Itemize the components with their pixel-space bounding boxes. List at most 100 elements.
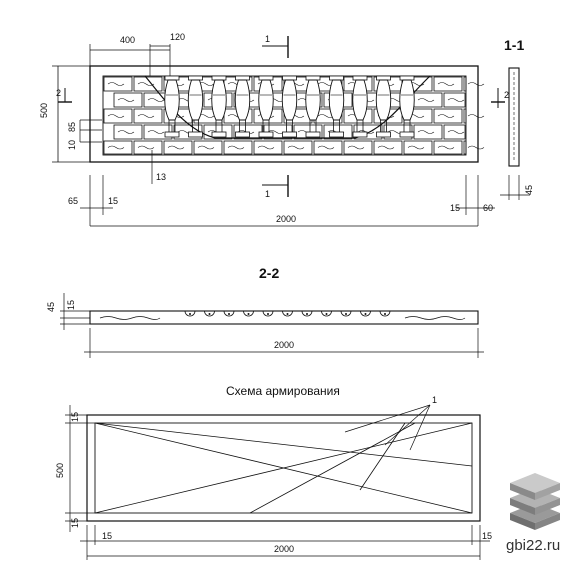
cut-2-left-label: 2 bbox=[56, 88, 61, 98]
brick-texture bbox=[227, 145, 245, 150]
baluster-hole bbox=[204, 310, 215, 317]
baluster-hole-center bbox=[247, 313, 250, 315]
brick bbox=[433, 140, 463, 155]
baluster bbox=[305, 75, 321, 138]
brick bbox=[463, 140, 467, 155]
baluster-hole bbox=[360, 310, 371, 317]
brick-texture bbox=[147, 130, 165, 134]
baluster bbox=[258, 75, 274, 138]
panel-elevation bbox=[89, 65, 485, 163]
brick-texture bbox=[437, 114, 455, 118]
baluster-hole bbox=[262, 310, 274, 317]
brick-texture bbox=[117, 130, 135, 134]
brick-texture bbox=[167, 145, 185, 150]
section-2-2-label: 2-2 bbox=[259, 265, 279, 281]
brick-texture bbox=[267, 130, 285, 134]
baluster-hole-center bbox=[267, 313, 269, 315]
baluster-hole-center bbox=[384, 313, 386, 315]
dim-85: 85 bbox=[67, 122, 77, 132]
brick-texture bbox=[287, 145, 305, 150]
baluster-row bbox=[164, 75, 415, 138]
reinforcement-outline bbox=[86, 414, 481, 522]
brick bbox=[133, 76, 163, 92]
brick bbox=[113, 124, 143, 140]
brick-texture bbox=[347, 145, 365, 150]
brick-texture bbox=[107, 82, 125, 86]
brick-texture bbox=[317, 114, 335, 118]
baluster-hole bbox=[223, 310, 235, 317]
brick-texture bbox=[257, 145, 275, 150]
baluster-hole bbox=[282, 310, 293, 317]
brick-texture bbox=[107, 114, 125, 118]
dim-reinf-15-left: 15 bbox=[102, 531, 112, 541]
brick bbox=[163, 140, 193, 155]
dim-reinf-2000: 2000 bbox=[274, 544, 294, 554]
dim-500-height: 500 bbox=[39, 103, 49, 118]
baluster-hole-center bbox=[325, 313, 328, 315]
section-cut-marks: 1 1 2 2 bbox=[56, 34, 509, 199]
brick-texture bbox=[447, 98, 465, 102]
brick bbox=[343, 140, 373, 155]
brick-texture bbox=[107, 145, 125, 150]
baluster-hole-center bbox=[345, 313, 347, 315]
baluster-hole bbox=[301, 310, 313, 317]
baluster-hole-center bbox=[306, 313, 308, 315]
brick bbox=[283, 140, 313, 155]
dim-2000-top: 2000 bbox=[276, 214, 296, 224]
brick-texture bbox=[417, 130, 435, 134]
brick bbox=[433, 76, 463, 92]
reinforcement-title: Схема армирования bbox=[226, 384, 340, 398]
stacked-slabs-icon bbox=[510, 473, 560, 530]
dim-reinf-15-right: 15 bbox=[482, 531, 492, 541]
baluster bbox=[328, 75, 345, 138]
brick bbox=[103, 140, 133, 155]
brick bbox=[253, 140, 283, 155]
baluster-hole-center bbox=[364, 313, 367, 315]
baluster-hole bbox=[379, 310, 391, 317]
brick bbox=[403, 140, 433, 155]
section-2-2: 2-2 45 15 2000 bbox=[46, 265, 484, 358]
baluster-hole-center bbox=[208, 313, 211, 315]
dim-2-2-45: 45 bbox=[46, 302, 56, 312]
brick-texture bbox=[147, 98, 165, 102]
brick bbox=[223, 140, 253, 155]
baluster-hole-center bbox=[189, 313, 191, 315]
brick-texture bbox=[137, 145, 155, 150]
baluster bbox=[187, 75, 204, 138]
brick-texture bbox=[137, 114, 155, 118]
dim-120: 120 bbox=[170, 32, 185, 42]
dim-400: 400 bbox=[120, 35, 135, 45]
baluster bbox=[352, 75, 368, 138]
brick bbox=[133, 108, 163, 124]
dim-2-2-2000: 2000 bbox=[274, 340, 294, 350]
watermark: gbi22.ru bbox=[506, 473, 560, 554]
brick bbox=[433, 108, 463, 124]
brick bbox=[463, 108, 467, 124]
dim-45: 45 bbox=[524, 185, 534, 195]
dim-2-2-15: 15 bbox=[66, 300, 76, 310]
baluster-hole bbox=[184, 310, 196, 317]
brick-texture bbox=[137, 82, 155, 86]
reinforcement-cage bbox=[94, 422, 473, 514]
brick bbox=[443, 92, 466, 108]
baluster bbox=[281, 75, 298, 138]
elevation-dimensions: 400 120 500 10 85 13 65 15 15 60 2000 bbox=[39, 32, 495, 227]
brick bbox=[443, 124, 466, 140]
brick-texture bbox=[467, 82, 485, 86]
section-1-1: 1-1 45 bbox=[500, 37, 534, 200]
dim-60: 60 bbox=[483, 203, 493, 213]
dim-15-left: 15 bbox=[108, 196, 118, 206]
brick bbox=[193, 140, 223, 155]
brick bbox=[103, 76, 133, 92]
baluster-holes bbox=[184, 310, 391, 317]
dim-reinf-15-top: 15 bbox=[70, 412, 80, 422]
dim-reinf-500: 500 bbox=[55, 463, 65, 478]
brick-texture bbox=[117, 98, 135, 102]
brick-texture bbox=[317, 145, 335, 150]
brick bbox=[113, 92, 143, 108]
brick-texture bbox=[417, 98, 435, 102]
baluster-hole bbox=[340, 310, 352, 317]
cut-2-right-label: 2 bbox=[504, 90, 509, 100]
brick-texture bbox=[467, 145, 485, 150]
